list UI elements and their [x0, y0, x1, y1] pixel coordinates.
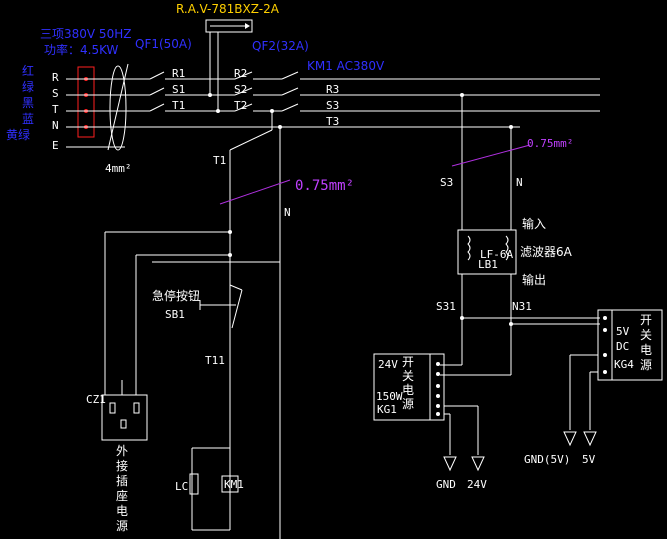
socket-label-2: 接	[116, 458, 128, 473]
qf1-breaker	[149, 71, 235, 112]
phase-r: R	[52, 71, 59, 84]
filter-code: LB1	[478, 258, 498, 271]
gauge-right: 0.75mm²	[527, 137, 573, 150]
psu5-title-3: 电	[640, 343, 652, 357]
psu24-gnd: GND	[436, 478, 456, 491]
socket-label-5: 电	[116, 504, 128, 518]
psu24-out: 24V	[467, 478, 487, 491]
estop-code: SB1	[165, 308, 185, 321]
filter-inner: LF-6A	[480, 248, 513, 261]
wire-s31: S31	[436, 300, 456, 313]
color-red: 红	[22, 63, 34, 78]
socket-label-3: 插	[116, 474, 128, 488]
terminal-block	[77, 66, 95, 138]
psu24-code: KG1	[377, 403, 397, 416]
wire-t11: T11	[205, 354, 225, 367]
psu24-title-1: 开	[402, 355, 414, 369]
cable-bundle	[109, 65, 127, 151]
km1-label: KM1 AC380V	[307, 59, 385, 73]
wire-t3: T3	[326, 115, 339, 128]
wire-r1: R1	[172, 67, 185, 80]
wire-r2: R2	[234, 67, 247, 80]
supply-power: 功率：4.5KW	[44, 42, 119, 57]
km1-contacts	[281, 71, 600, 112]
filter-out: 输出	[522, 272, 546, 287]
meter-box	[205, 19, 253, 33]
qf1-label: QF1(50A)	[135, 37, 192, 51]
qf2-breaker	[234, 71, 282, 112]
color-green: 绿	[22, 79, 34, 94]
qf2-label: QF2(32A)	[252, 39, 309, 53]
socket	[101, 394, 148, 441]
gauge-left: 0.75mm²	[295, 178, 354, 194]
wire-t1: T1	[172, 99, 185, 112]
color-blue: 蓝	[22, 112, 34, 126]
psu5-title-2: 关	[640, 328, 652, 342]
socket-label-6: 源	[116, 519, 128, 533]
socket-label-4: 座	[116, 488, 128, 503]
color-black: 黑	[22, 96, 34, 110]
supply-spec: 三项380V 50HZ	[40, 27, 131, 41]
psu-5v	[597, 309, 663, 381]
filter-name: 滤波器6A	[520, 245, 573, 259]
lc-coil	[189, 473, 199, 495]
filter-box	[457, 229, 517, 275]
wire-t1-down: T1	[213, 154, 226, 167]
filter-in: 输入	[522, 216, 546, 231]
phase-n: N	[52, 119, 59, 132]
estop-switch	[199, 284, 243, 329]
wire-s2: S2	[234, 83, 247, 96]
wire-n31: N31	[512, 300, 532, 313]
wire-r3: R3	[326, 83, 339, 96]
psu5-out: 5V	[582, 453, 596, 466]
phase-t: T	[52, 103, 59, 116]
wire-t2: T2	[234, 99, 247, 112]
km-coil	[221, 475, 239, 493]
psu24-title-4: 源	[402, 397, 414, 411]
cable-size: 4mm²	[105, 162, 132, 175]
wire-n-right: N	[516, 176, 523, 189]
psu5-code: KG4	[614, 358, 634, 371]
psu24-title-2: 关	[402, 369, 414, 383]
estop-label: 急停按钮	[152, 288, 200, 303]
psu5-title-4: 源	[640, 358, 652, 372]
lc-label: LC	[175, 480, 188, 493]
color-yellowgreen: 黄绿	[6, 127, 30, 142]
psu5-volt: 5V	[616, 325, 630, 338]
wire-s1: S1	[172, 83, 185, 96]
meter-label: R.A.V-781BXZ-2A	[176, 2, 280, 16]
psu24-volt: 24V	[378, 358, 398, 371]
socket-label-1: 外	[116, 444, 128, 458]
psu-24v	[373, 353, 445, 421]
wire-s3-down: S3	[440, 176, 453, 189]
phase-e: E	[52, 139, 59, 152]
wire-s3: S3	[326, 99, 339, 112]
socket-code: CZ1	[86, 393, 106, 406]
phase-s: S	[52, 87, 59, 100]
psu5-title-1: 开	[640, 313, 652, 327]
wire-n-down: N	[284, 206, 291, 219]
km-label: KM1	[224, 478, 244, 491]
psu24-power: 150W	[376, 390, 403, 403]
psu5-gnd: GND(5V)	[524, 453, 570, 466]
psu24-title-3: 电	[402, 383, 414, 397]
psu5-dc: DC	[616, 340, 629, 353]
